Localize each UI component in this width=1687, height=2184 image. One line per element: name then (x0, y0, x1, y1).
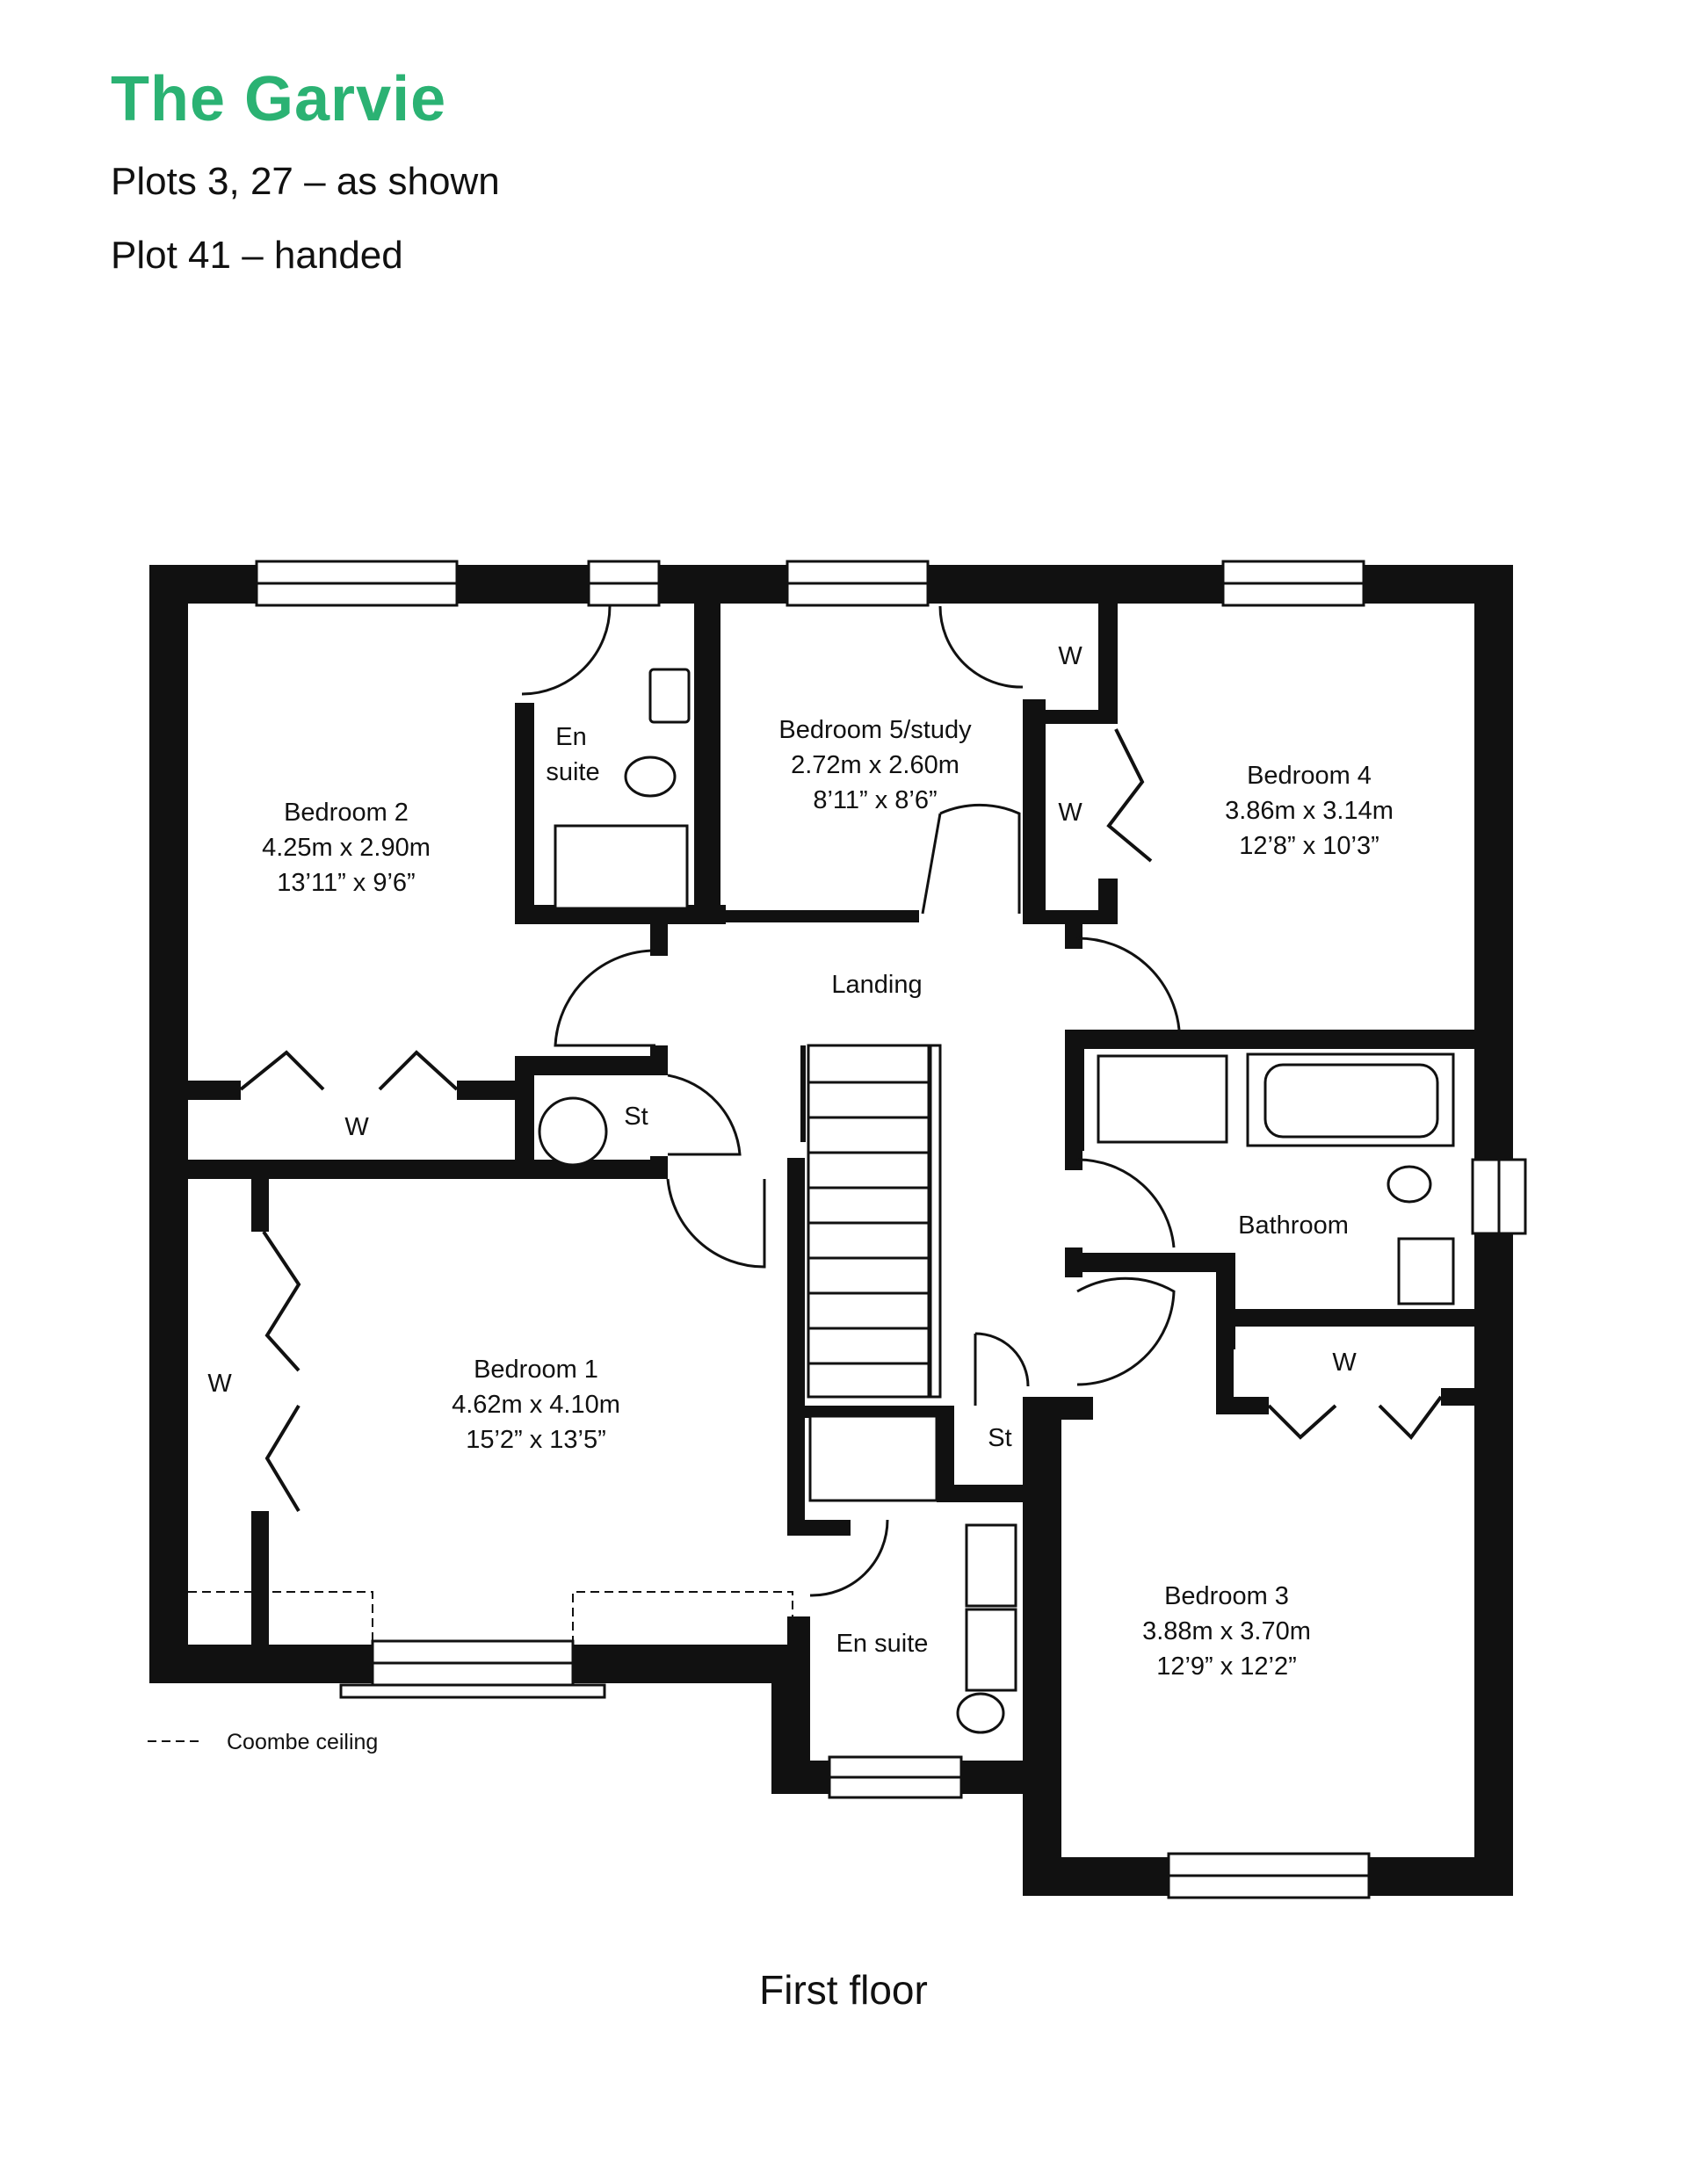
legend: Coombe ceiling (148, 1730, 378, 1754)
bedroom5-metric: 2.72m x 2.60m (791, 751, 959, 779)
window-bedroom1-sill (339, 1683, 606, 1699)
ensuite-top-label-2: suite (546, 758, 599, 786)
legend-coombe-ceiling: Coombe ceiling (227, 1730, 378, 1754)
bedroom3-metric: 3.88m x 3.70m (1142, 1617, 1311, 1645)
wardrobe-label-bed1: W (207, 1370, 232, 1398)
coombe-ceiling-lines (188, 1591, 793, 1645)
bedroom3-imperial: 12’9” x 12’2” (1156, 1652, 1297, 1681)
ensuite-top-label-1: En (555, 723, 586, 751)
wardrobe-label-bed5: W (1058, 642, 1082, 670)
wardrobe-bifold-doors (239, 728, 1443, 1513)
shower-tray-top-ensuite (554, 824, 689, 910)
windows (255, 560, 1527, 1899)
store-label-lower: St (988, 1424, 1011, 1452)
store-label-landing: St (624, 1103, 648, 1131)
wardrobe-label-bed4: W (1058, 799, 1082, 827)
wardrobe-label-bed2: W (344, 1113, 369, 1141)
plots-handed: Plot 41 – handed (111, 234, 403, 277)
bedroom5-name: Bedroom 5/study (778, 716, 972, 744)
wc-bottom-ensuite (956, 1692, 1005, 1734)
wc-bathroom (1387, 1165, 1432, 1204)
floor-name: First floor (759, 1967, 928, 2013)
room-labels: Bedroom 2 4.25m x 2.90m 13’11” x 9’6” En… (207, 642, 1394, 1681)
basin-bathroom (1397, 1237, 1455, 1305)
wc-top-ensuite (624, 756, 677, 798)
plan-title: The Garvie (111, 64, 447, 134)
bedroom3-name: Bedroom 3 (1164, 1582, 1289, 1610)
shower-tray-ensuite-bottom (808, 1414, 938, 1502)
basin-bottom-ensuite-2 (965, 1608, 1017, 1692)
bedroom2-metric: 4.25m x 2.90m (262, 834, 431, 862)
doors (521, 605, 1181, 1597)
staircase (800, 1044, 942, 1399)
shower-tray-bathroom (1097, 1054, 1228, 1144)
wardrobe-label-bed3: W (1332, 1349, 1357, 1377)
fixtures (538, 668, 1455, 1734)
ensuite-bottom-label: En suite (836, 1630, 929, 1658)
bedroom1-name: Bedroom 1 (474, 1356, 598, 1384)
bedroom1-imperial: 15’2” x 13’5” (466, 1426, 606, 1454)
landing-label: Landing (831, 971, 922, 999)
interior-walls (188, 604, 1474, 1678)
bedroom4-metric: 3.86m x 3.14m (1225, 797, 1394, 825)
bedroom4-name: Bedroom 4 (1247, 762, 1372, 790)
bedroom2-imperial: 13’11” x 9’6” (277, 869, 415, 897)
bedroom2-name: Bedroom 2 (284, 799, 409, 827)
bedroom5-imperial: 8’11” x 8’6” (813, 786, 937, 814)
bedroom4-imperial: 12’8” x 10’3” (1239, 832, 1379, 860)
bedroom1-metric: 4.62m x 4.10m (452, 1391, 620, 1419)
plots-as-shown: Plots 3, 27 – as shown (111, 160, 500, 203)
basin-top-ensuite (648, 668, 691, 724)
bathroom-label: Bathroom (1238, 1211, 1349, 1240)
hot-water-cylinder (538, 1096, 608, 1167)
basin-bottom-ensuite-1 (965, 1523, 1017, 1608)
